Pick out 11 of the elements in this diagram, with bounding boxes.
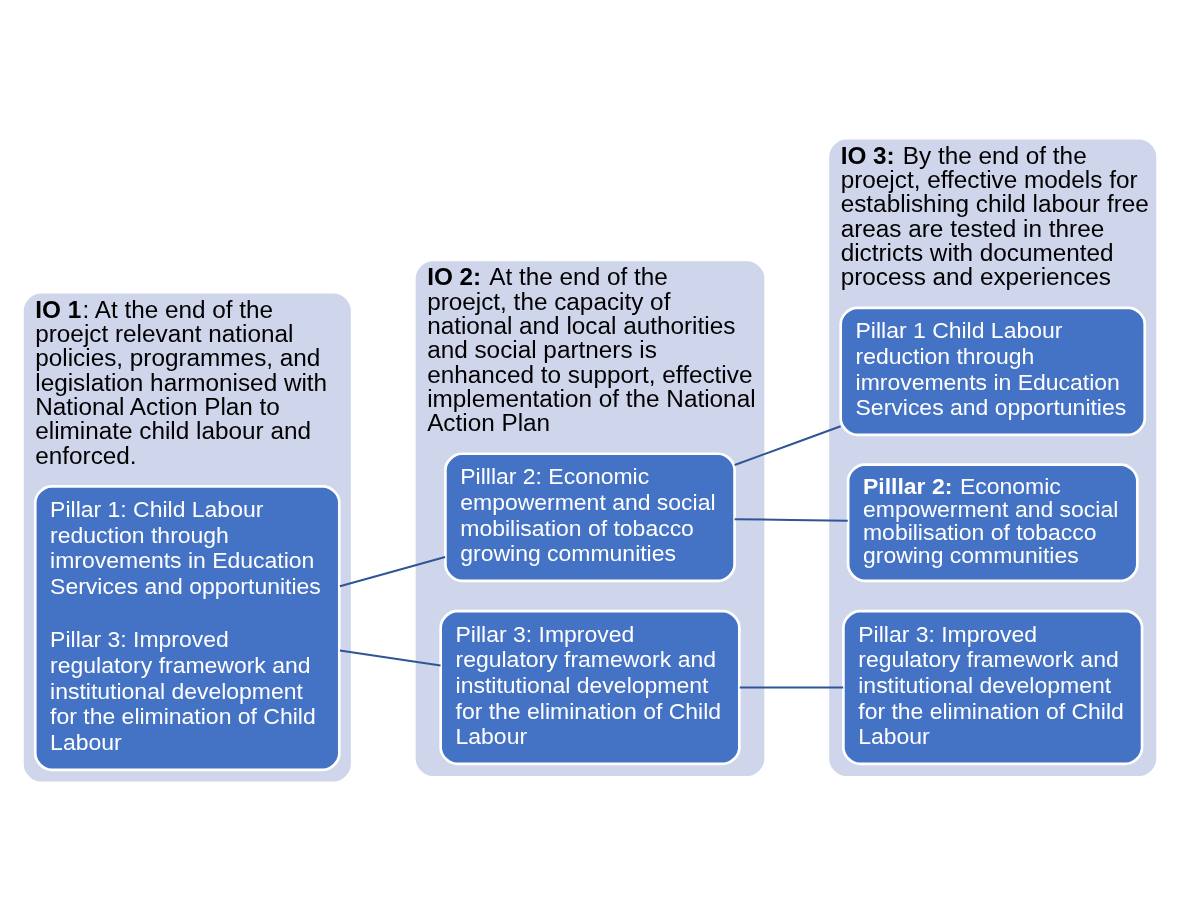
node-box: Pillar 1: Child Labour reduction through imrovements in Education Services and opportunities Pillar 3: Improved regulatory framework and institutional development for the elimination of Child Labour <box>33 484 341 772</box>
connector <box>734 425 841 466</box>
connector <box>739 686 844 689</box>
node-box: Pillar 1 Child Labour reduction through imrovements in Education Services and opportunities <box>839 306 1147 437</box>
connector <box>734 518 848 522</box>
node-box: Pilllar 2: Economic empowerment and social mobilisation of tobacco growing communities <box>444 452 736 583</box>
connector <box>339 556 446 588</box>
node-box: Pillar 3: Improved regulatory framework and institutional development for the elimination of Child Labour <box>439 609 741 766</box>
node-box: Pillar 3: Improved regulatory framework and institutional development for the elimination of Child Labour <box>842 609 1144 766</box>
connector <box>339 649 441 667</box>
node-box: Pilllar 2: Economic empowerment and social mobilisation of tobacco growing communities <box>846 463 1139 583</box>
